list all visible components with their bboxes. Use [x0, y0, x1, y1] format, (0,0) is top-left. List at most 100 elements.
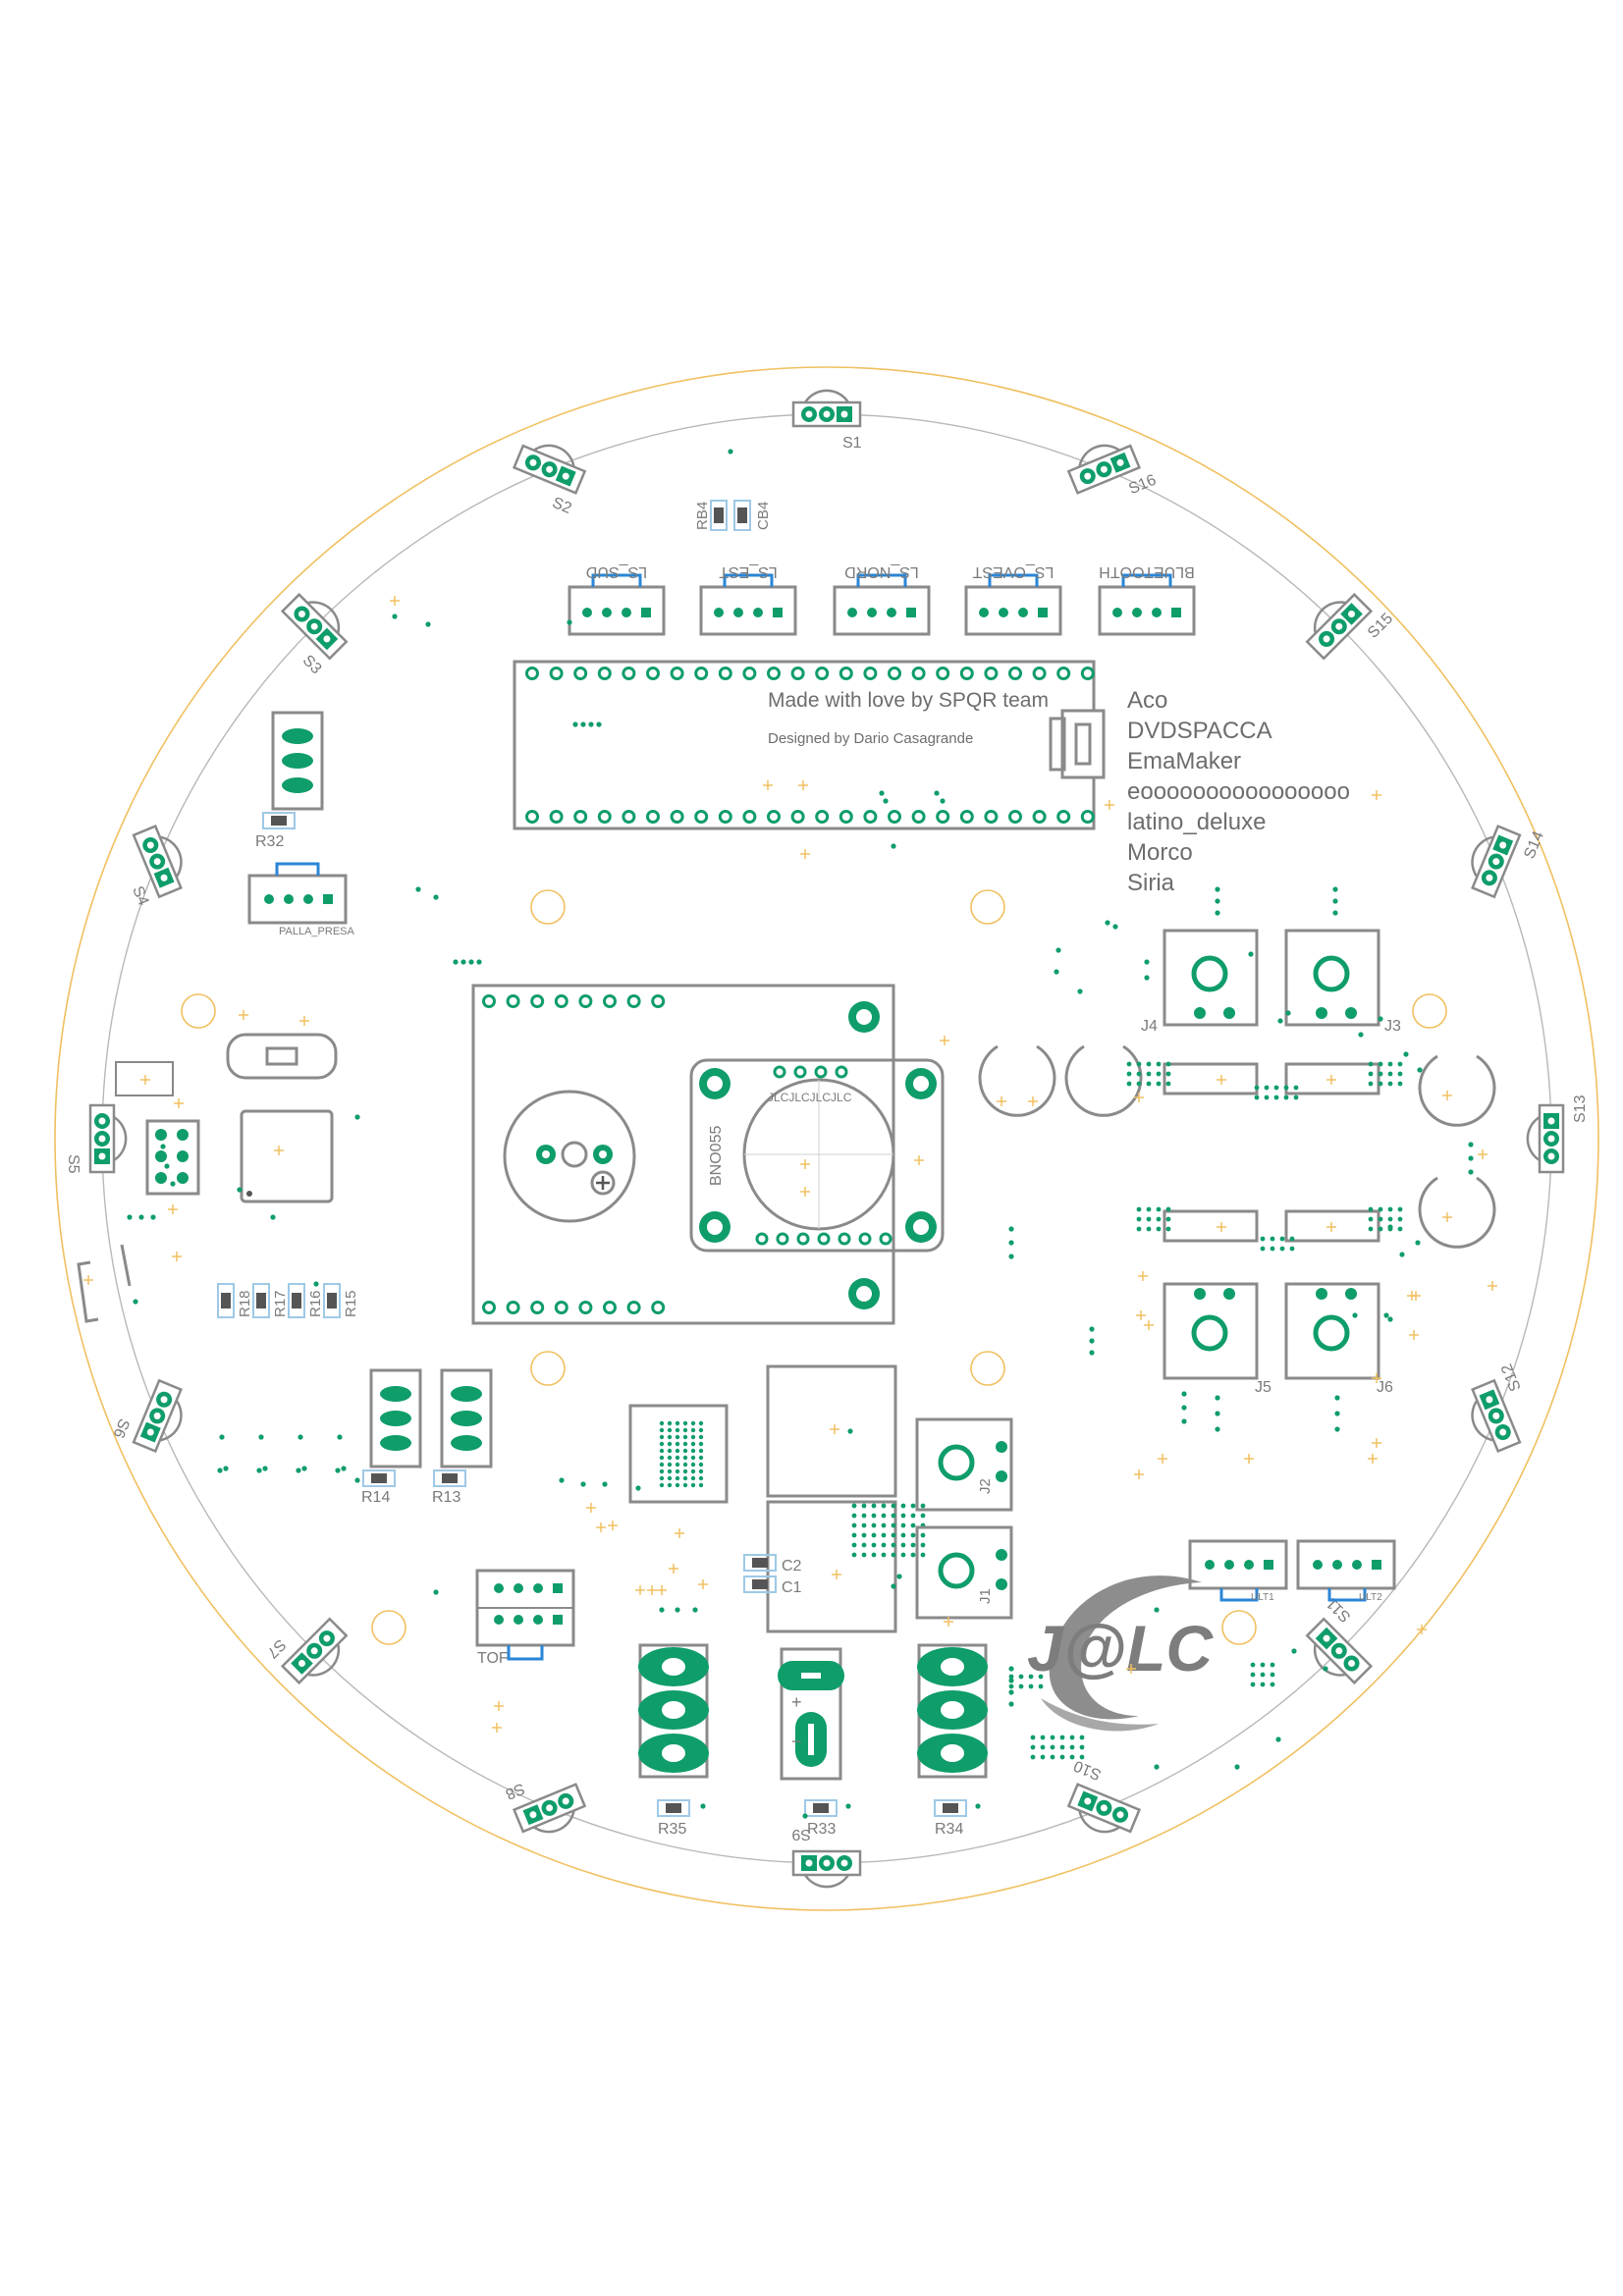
- connector-palla-presa: PALLA_PRESA: [247, 862, 355, 937]
- mounting-hole: [530, 889, 566, 925]
- j3-label: J3: [1384, 1018, 1401, 1035]
- reset-header: [145, 1119, 200, 1196]
- sensor-label: S15: [1365, 611, 1396, 642]
- made-with-love-text: Made with love by SPQR team: [768, 689, 1049, 712]
- mounting-hole: [970, 1351, 1005, 1386]
- board-outline: [54, 366, 1599, 1911]
- sensor-header: S16: [1066, 444, 1159, 499]
- c1-label: C1: [782, 1579, 802, 1596]
- logo-text: J@LC: [1027, 1612, 1214, 1684]
- jalc-logo: J@LC: [1027, 1575, 1214, 1732]
- sensor-label: S2: [550, 495, 574, 517]
- sensor-label: S12: [1498, 1362, 1525, 1394]
- connector-bluetooth: BLUETOOTH: [1098, 563, 1196, 636]
- r35-label: R35: [658, 1821, 686, 1838]
- sensor-header: S2: [512, 444, 587, 517]
- jack-j2: [915, 1417, 1013, 1512]
- j6-label: J6: [1377, 1379, 1393, 1396]
- mcu-module: [513, 660, 1106, 830]
- rb4-resistor: [710, 500, 728, 531]
- crystal: [226, 1033, 338, 1080]
- j4-label: J4: [1141, 1018, 1158, 1035]
- ls-sud-label: LS_SUD: [586, 563, 647, 580]
- j2-label: J2: [977, 1478, 994, 1494]
- header-3pin: [440, 1368, 493, 1468]
- connector-ls-nord: LS_NORD: [833, 563, 931, 636]
- sensor-header: S13: [1526, 1095, 1589, 1174]
- jack-j5: [1163, 1282, 1259, 1380]
- regulator: [766, 1364, 897, 1498]
- sensor-header: S3: [280, 592, 349, 677]
- sensor-header: S14: [1471, 824, 1547, 899]
- sensor-header: S9: [791, 1826, 862, 1889]
- sensor-header: S12: [1471, 1362, 1525, 1454]
- r33-label: R33: [807, 1821, 836, 1838]
- j5-label: J5: [1255, 1379, 1271, 1396]
- rb4-label: RB4: [694, 502, 711, 530]
- designer-text: Designed by Dario Casagrande: [768, 730, 974, 747]
- bga-chip: [628, 1404, 729, 1504]
- driver-footprint: [1163, 1209, 1259, 1243]
- connector-ls-est: LS_EST: [699, 563, 797, 636]
- c2-capacitor: [743, 1554, 777, 1572]
- r34-label: R34: [935, 1821, 963, 1838]
- mounting-hole: [371, 1610, 406, 1645]
- ls-nord-label: LS_NORD: [844, 563, 919, 580]
- team-name: eoooooooooooooooo: [1127, 778, 1350, 805]
- sensor-header: S6: [109, 1378, 183, 1454]
- team-name: EmaMaker: [1127, 748, 1242, 774]
- r17-label: R17: [272, 1290, 289, 1317]
- r32-resistor: [262, 812, 296, 829]
- bno055-label: BNO055: [708, 1126, 725, 1186]
- r13-label: R13: [432, 1489, 460, 1506]
- sensor-label: S1: [842, 435, 862, 452]
- sensor-label: S8: [503, 1780, 527, 1802]
- sensor-label: S13: [1572, 1095, 1589, 1123]
- sensor-label: S7: [263, 1635, 289, 1661]
- r14-label: R14: [361, 1489, 390, 1506]
- team-name: Aco: [1127, 687, 1168, 714]
- team-name: Morco: [1127, 839, 1193, 866]
- mounting-hole: [1221, 1610, 1257, 1645]
- sensor-header: S15: [1305, 592, 1396, 661]
- tof-label: TOF: [477, 1650, 509, 1667]
- carrier-module: [471, 984, 895, 1325]
- mounting-hole: [970, 889, 1005, 925]
- sensor-label: S3: [299, 652, 325, 677]
- sensor-label: S16: [1126, 472, 1159, 499]
- screw-terminal-left: [638, 1643, 709, 1779]
- sensor-label: S4: [129, 883, 151, 908]
- team-names-list: Aco DVDSPACCA EmaMaker eoooooooooooooooo…: [1127, 685, 1350, 898]
- palla-presa-label: PALLA_PRESA: [279, 926, 355, 937]
- sensor-label: S9: [791, 1826, 811, 1842]
- bluetooth-label: BLUETOOTH: [1099, 563, 1195, 580]
- r15-label: R15: [343, 1290, 359, 1317]
- driver-footprint: [1284, 1209, 1380, 1243]
- connector-tof: TOF: [475, 1569, 575, 1667]
- resistor-bank: R18 R17 R16 R15: [217, 1283, 359, 1318]
- sensor-label: S14: [1521, 828, 1547, 861]
- header-3pin: [369, 1368, 422, 1468]
- driver-footprint: [1284, 1062, 1380, 1095]
- bno055-module: BNO055 JLCJLCJLCJLC: [689, 1058, 945, 1253]
- header-3pin: [271, 711, 324, 811]
- sensor-header: S7: [263, 1617, 349, 1685]
- jack-j7: [915, 1525, 1013, 1620]
- cb4-label: CB4: [755, 502, 772, 530]
- jlc-marking: JLCJLCJLCJLC: [768, 1091, 852, 1104]
- r18-label: R18: [237, 1290, 253, 1317]
- sensor-header: S11: [1305, 1594, 1374, 1685]
- connector-ls-sud: LS_SUD: [568, 563, 666, 636]
- ls-est-label: LS_EST: [719, 563, 778, 580]
- electrolytic-capacitors: [978, 1044, 1496, 1249]
- battery-connector: + −: [778, 1647, 844, 1781]
- sensor-header: S8: [503, 1780, 587, 1834]
- driver-footprint: [1163, 1062, 1259, 1095]
- side-bracket: [115, 1061, 174, 1096]
- sensor-header: S1: [791, 389, 862, 452]
- sensor-header: S5: [65, 1103, 128, 1174]
- jack-j4: [1163, 929, 1259, 1027]
- mounting-hole: [1412, 993, 1447, 1029]
